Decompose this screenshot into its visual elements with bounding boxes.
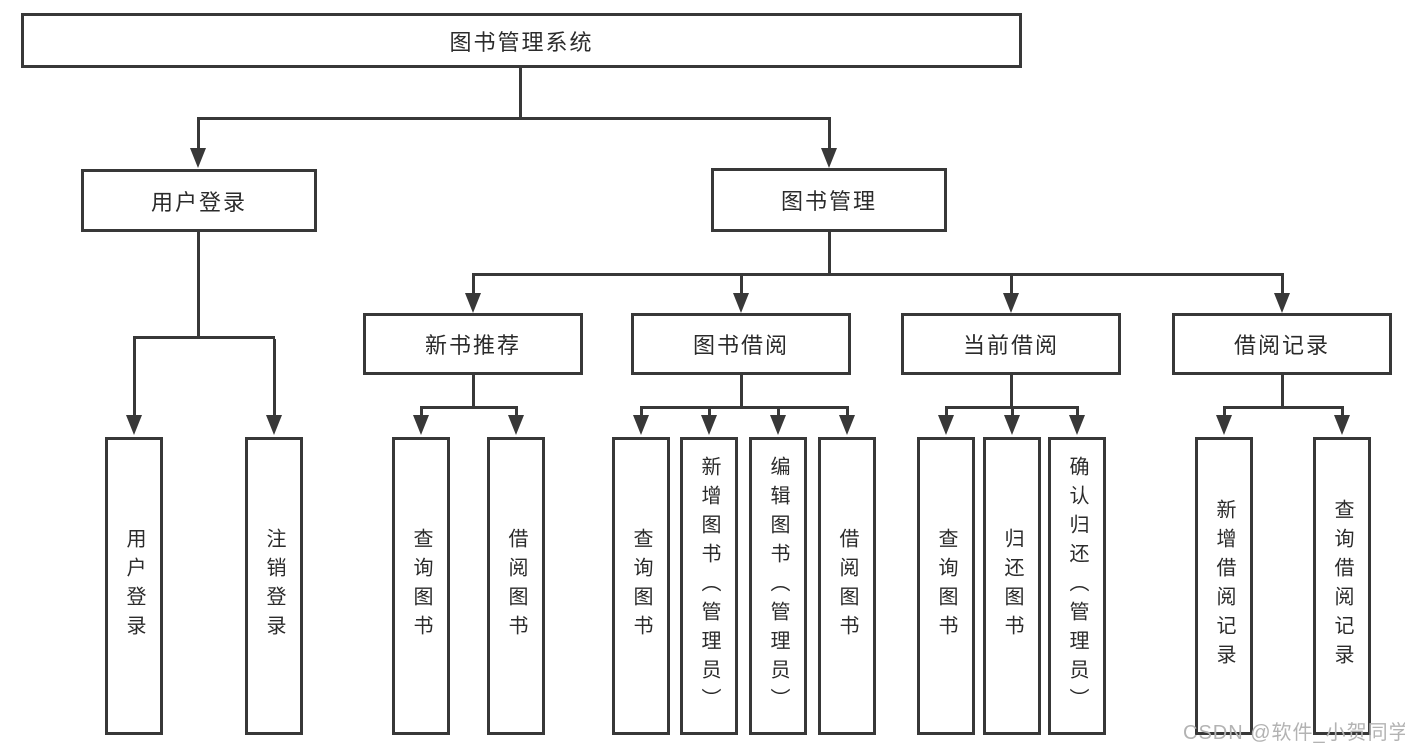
leaf-query-book-current: 查询图书 xyxy=(917,437,975,735)
connector-line xyxy=(1222,409,1226,417)
connector-line xyxy=(419,406,518,409)
node-label: 新书推荐 xyxy=(424,333,521,358)
connector-line xyxy=(944,409,948,417)
connector-line xyxy=(196,232,200,336)
leaf-edit-book-admin: 编辑图书（管理员） xyxy=(749,437,807,735)
arrow-down-icon xyxy=(1216,415,1232,435)
leaf-add-borrow-record: 新增借阅记录 xyxy=(1195,437,1253,735)
node-label: 新增图书（管理员） xyxy=(698,455,720,717)
node-label: 确认归还（管理员） xyxy=(1066,455,1088,717)
connector-line xyxy=(471,276,475,295)
connector-line xyxy=(1009,375,1013,406)
connector-line xyxy=(471,375,475,406)
arrow-down-icon xyxy=(701,415,717,435)
arrow-down-icon xyxy=(770,415,786,435)
connector-line xyxy=(1010,409,1014,417)
connector-line xyxy=(196,117,831,120)
node-label: 归还图书 xyxy=(1001,528,1023,644)
connector-line xyxy=(845,409,849,417)
connector-line xyxy=(1009,276,1013,295)
node-label: 编辑图书（管理员） xyxy=(767,455,789,717)
node-label: 用户登录 xyxy=(150,189,247,215)
node-label: 图书借阅 xyxy=(692,333,789,358)
connector-line xyxy=(707,409,711,417)
node-label: 借阅记录 xyxy=(1233,333,1330,358)
arrow-down-icon xyxy=(190,148,206,168)
leaf-add-book-admin: 新增图书（管理员） xyxy=(680,437,738,735)
node-label: 查询图书 xyxy=(935,528,957,644)
connector-line xyxy=(419,409,423,417)
csdn-watermark: CSDN @软件_小贺同学 xyxy=(1183,722,1405,744)
arrow-down-icon xyxy=(508,415,524,435)
arrow-down-icon xyxy=(733,293,749,313)
connector-line xyxy=(272,339,276,417)
arrow-down-icon xyxy=(413,415,429,435)
node-borrow-records: 借阅记录 xyxy=(1172,313,1392,375)
connector-line xyxy=(776,409,780,417)
leaf-query-book-borrow: 查询图书 xyxy=(612,437,670,735)
arrow-down-icon xyxy=(126,415,142,435)
connector-line xyxy=(1340,409,1344,417)
connector-line xyxy=(827,232,831,273)
arrow-down-icon xyxy=(1003,293,1019,313)
connector-line xyxy=(132,336,275,339)
node-label: 查询图书 xyxy=(630,528,652,644)
arrow-down-icon xyxy=(266,415,282,435)
leaf-query-book-recommend: 查询图书 xyxy=(392,437,450,735)
leaf-return-book: 归还图书 xyxy=(983,437,1041,735)
connector-line xyxy=(639,409,643,417)
connector-line xyxy=(518,68,522,117)
connector-line xyxy=(639,406,849,409)
connector-line xyxy=(471,273,1284,276)
connector-line xyxy=(1222,406,1344,409)
node-label: 图书管理系统 xyxy=(449,29,594,55)
leaf-user-login: 用户登录 xyxy=(105,437,163,735)
connector-line xyxy=(827,120,831,150)
node-book-borrow: 图书借阅 xyxy=(631,313,851,375)
node-root-system: 图书管理系统 xyxy=(21,13,1022,68)
node-label: 当前借阅 xyxy=(962,333,1059,358)
node-label: 查询图书 xyxy=(410,528,432,644)
arrow-down-icon xyxy=(1004,415,1020,435)
node-user-login: 用户登录 xyxy=(81,169,317,232)
arrow-down-icon xyxy=(1274,293,1290,313)
node-label: 新增借阅记录 xyxy=(1213,499,1235,673)
node-label: 用户登录 xyxy=(123,528,145,644)
node-current-borrow: 当前借阅 xyxy=(901,313,1121,375)
connector-line xyxy=(132,339,136,417)
connector-line xyxy=(514,409,518,417)
connector-line xyxy=(1075,409,1079,417)
arrow-down-icon xyxy=(1069,415,1085,435)
leaf-borrow-book-recommend: 借阅图书 xyxy=(487,437,545,735)
leaf-borrow-book: 借阅图书 xyxy=(818,437,876,735)
node-label: 借阅图书 xyxy=(836,528,858,644)
leaf-confirm-return-admin: 确认归还（管理员） xyxy=(1048,437,1106,735)
leaf-logout: 注销登录 xyxy=(245,437,303,735)
arrow-down-icon xyxy=(938,415,954,435)
arrow-down-icon xyxy=(465,293,481,313)
connector-line xyxy=(944,406,1079,409)
node-label: 查询借阅记录 xyxy=(1331,499,1353,673)
arrow-down-icon xyxy=(633,415,649,435)
node-new-book-recommend: 新书推荐 xyxy=(363,313,583,375)
node-label: 借阅图书 xyxy=(505,528,527,644)
connector-line xyxy=(1280,276,1284,295)
arrow-down-icon xyxy=(821,148,837,168)
connector-line xyxy=(196,120,200,150)
connector-line xyxy=(739,276,743,295)
connector-line xyxy=(739,375,743,406)
connector-line xyxy=(1280,375,1284,406)
arrow-down-icon xyxy=(1334,415,1350,435)
node-book-management: 图书管理 xyxy=(711,168,947,232)
arrow-down-icon xyxy=(839,415,855,435)
leaf-query-borrow-record: 查询借阅记录 xyxy=(1313,437,1371,735)
node-label: 注销登录 xyxy=(263,528,285,644)
node-label: 图书管理 xyxy=(780,189,877,214)
